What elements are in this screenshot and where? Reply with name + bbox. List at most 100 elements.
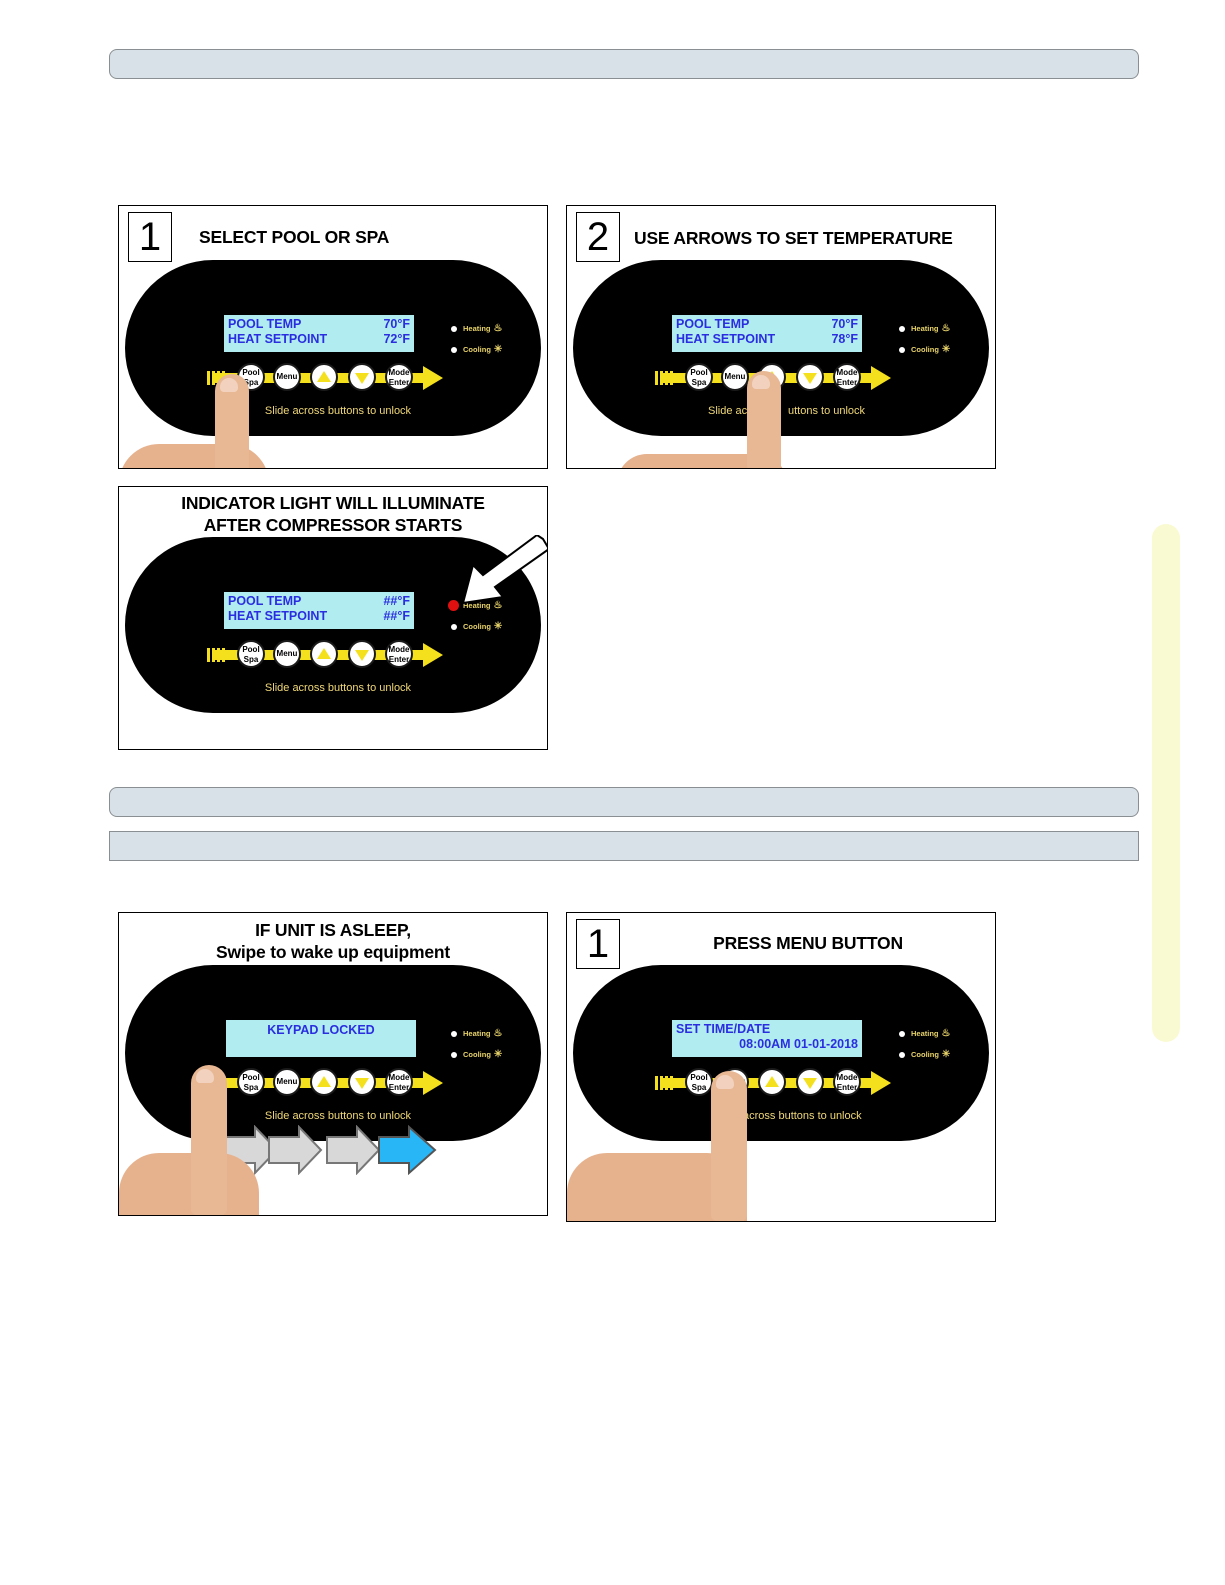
down-arrow-button[interactable] bbox=[796, 363, 824, 391]
panel-press-menu: 1 PRESS MENU BUTTON SET TIME/DATE 08:00A… bbox=[566, 912, 996, 1222]
lcd-line1-value: 70°F bbox=[383, 317, 410, 332]
heating-light bbox=[451, 1031, 457, 1037]
lcd-line2-label: HEAT SETPOINT bbox=[676, 332, 775, 347]
lcd-line1-value: ##°F bbox=[383, 594, 410, 609]
down-arrow-icon bbox=[803, 1078, 817, 1089]
cooling-icon: ✳ bbox=[942, 344, 950, 355]
panel-title-line1: IF UNIT IS ASLEEP, bbox=[129, 919, 537, 941]
heating-light bbox=[899, 326, 905, 332]
heating-icon: ♨ bbox=[942, 323, 951, 334]
up-arrow-icon bbox=[317, 371, 331, 382]
lcd-line1: KEYPAD LOCKED bbox=[230, 1022, 412, 1038]
step-number: 1 bbox=[128, 212, 172, 262]
swipe-arrow-2-icon bbox=[269, 1127, 321, 1173]
lcd-display: POOL TEMP##°F HEAT SETPOINT##°F bbox=[224, 592, 414, 629]
heating-indicator: Heating♨ bbox=[899, 1028, 950, 1039]
heating-indicator: Heating♨ bbox=[899, 323, 950, 334]
heating-light bbox=[451, 326, 457, 332]
lcd-line1: SET TIME/DATE bbox=[676, 1022, 858, 1037]
down-arrow-button[interactable] bbox=[348, 640, 376, 668]
cooling-indicator: Cooling✳ bbox=[451, 1049, 502, 1060]
menu-button[interactable]: Menu bbox=[273, 363, 301, 391]
cooling-light bbox=[899, 1052, 905, 1058]
panel-title-line2: Swipe to wake up equipment bbox=[129, 941, 537, 963]
subsection-header-bar bbox=[109, 831, 1139, 861]
step-number: 2 bbox=[576, 212, 620, 262]
control-pad: SET TIME/DATE 08:00AM 01-01-2018 Heating… bbox=[573, 965, 989, 1141]
lcd-line2-value: ##°F bbox=[383, 609, 410, 624]
down-arrow-button[interactable] bbox=[348, 1068, 376, 1096]
slide-arrow-icon bbox=[871, 366, 891, 390]
panel-title: PRESS MENU BUTTON bbox=[627, 932, 989, 954]
down-arrow-icon bbox=[355, 650, 369, 661]
panel-title: SELECT POOL OR SPA bbox=[199, 226, 541, 248]
heating-indicator: Heating♨ bbox=[451, 323, 502, 334]
cooling-light bbox=[899, 347, 905, 353]
slide-instruction: Slide across buttons to unlock bbox=[135, 405, 541, 417]
menu-button[interactable]: Menu bbox=[721, 363, 749, 391]
lcd-line1-label: POOL TEMP bbox=[228, 594, 301, 609]
slide-instruction-left: Slide ac bbox=[708, 405, 747, 417]
cooling-icon: ✳ bbox=[942, 1049, 950, 1060]
cooling-light bbox=[451, 624, 457, 630]
lcd-line2-value: 78°F bbox=[831, 332, 858, 347]
cooling-light bbox=[451, 1052, 457, 1058]
slide-arrow-icon bbox=[423, 643, 443, 667]
heating-icon: ♨ bbox=[494, 323, 503, 334]
down-arrow-icon bbox=[355, 1078, 369, 1089]
swipe-arrow-active-icon bbox=[379, 1127, 435, 1173]
swipe-direction-arrows bbox=[219, 1125, 439, 1175]
up-arrow-button[interactable] bbox=[758, 1068, 786, 1096]
cooling-indicator: Cooling✳ bbox=[899, 1049, 950, 1060]
up-arrow-icon bbox=[765, 1076, 779, 1087]
lcd-line1-label: POOL TEMP bbox=[228, 317, 301, 332]
up-arrow-icon bbox=[317, 648, 331, 659]
down-arrow-icon bbox=[803, 373, 817, 384]
lcd-line2-label: HEAT SETPOINT bbox=[228, 332, 327, 347]
heating-icon: ♨ bbox=[494, 1028, 503, 1039]
heating-light bbox=[899, 1031, 905, 1037]
step-number: 1 bbox=[576, 919, 620, 969]
menu-button[interactable]: Menu bbox=[273, 640, 301, 668]
down-arrow-button[interactable] bbox=[348, 363, 376, 391]
heating-indicator: Heating♨ bbox=[451, 1028, 502, 1039]
pointing-finger bbox=[747, 371, 781, 469]
down-arrow-button[interactable] bbox=[796, 1068, 824, 1096]
section-header-bar-top bbox=[109, 49, 1139, 79]
pointing-finger bbox=[711, 1071, 747, 1221]
up-arrow-button[interactable] bbox=[310, 363, 338, 391]
menu-button[interactable]: Menu bbox=[273, 1068, 301, 1096]
lcd-line1-label: POOL TEMP bbox=[676, 317, 749, 332]
pointing-finger bbox=[191, 1065, 227, 1215]
up-arrow-button[interactable] bbox=[310, 1068, 338, 1096]
lcd-line2: 08:00AM 01-01-2018 bbox=[676, 1037, 858, 1052]
panel-title: USE ARROWS TO SET TEMPERATURE bbox=[634, 227, 989, 249]
lcd-display: SET TIME/DATE 08:00AM 01-01-2018 bbox=[672, 1020, 862, 1057]
cooling-icon: ✳ bbox=[494, 1049, 502, 1060]
panel-title-line2: AFTER COMPRESSOR STARTS bbox=[129, 514, 537, 536]
side-tab bbox=[1152, 524, 1180, 1042]
slide-instruction-right: uttons to unlock bbox=[788, 405, 865, 417]
slide-arrow-icon bbox=[423, 366, 443, 390]
cooling-icon: ✳ bbox=[494, 621, 502, 632]
pointer-arrow-icon bbox=[457, 535, 548, 607]
up-arrow-button[interactable] bbox=[310, 640, 338, 668]
lcd-display: KEYPAD LOCKED bbox=[226, 1020, 416, 1057]
slide-instruction-right: across buttons to unlock bbox=[743, 1110, 862, 1122]
pointing-finger bbox=[215, 374, 249, 469]
cooling-indicator: Cooling✳ bbox=[451, 621, 502, 632]
cooling-indicator: Cooling✳ bbox=[451, 344, 502, 355]
